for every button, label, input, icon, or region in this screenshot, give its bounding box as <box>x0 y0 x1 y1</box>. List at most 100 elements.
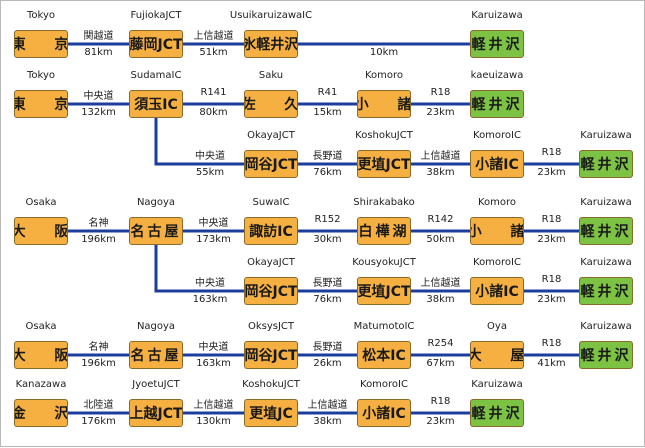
station-box: 碓氷軽井沢IC <box>244 30 298 58</box>
station-box: 小 諸 <box>357 90 411 118</box>
distance-label: 76km <box>313 294 342 305</box>
station-box: 金 沢 <box>14 399 68 427</box>
distance-label: 163km <box>192 294 228 305</box>
destination-box: 軽井沢 <box>470 30 524 58</box>
station-name-label: Karuizawa <box>580 257 632 268</box>
station-name-label: UsuikaruizawaIC <box>229 10 313 21</box>
station-box: 藤岡JCT <box>129 30 183 58</box>
distance-label: 51km <box>199 47 228 58</box>
station-name-label: Karuizawa <box>471 10 523 21</box>
station-box: 名古屋 <box>129 217 183 245</box>
station-name-label: KoshokuJCT <box>355 130 413 141</box>
station-name-label: Tokyo <box>27 10 55 21</box>
station-box: 名古屋 <box>129 341 183 369</box>
destination-box: 軽井沢 <box>579 341 633 369</box>
branch-connector-line <box>154 118 244 166</box>
station-box: 大 阪 <box>14 341 68 369</box>
distance-label: 176km <box>81 416 116 427</box>
road-name-label: 北陸道 <box>83 400 114 411</box>
distance-label: 23km <box>537 234 566 245</box>
station-box: 諏訪IC <box>244 217 298 245</box>
station-box: 松本IC <box>357 341 411 369</box>
road-name-label: 中央道 <box>195 278 225 289</box>
station-name-label: Karuizawa <box>580 321 632 332</box>
station-name-label: FujiokaJCT <box>130 10 182 21</box>
station-box: 東 京 <box>14 90 68 118</box>
road-name-label: R18 <box>430 87 451 98</box>
distance-label: 55km <box>195 167 225 178</box>
road-name-label: R254 <box>427 338 454 349</box>
road-name-label: 中央道 <box>198 218 229 229</box>
road-name-label: 関越道 <box>83 31 114 42</box>
distance-label: 15km <box>313 107 342 118</box>
station-name-label: OksysJCT <box>247 321 295 332</box>
station-name-label: Komoro <box>364 70 404 81</box>
road-name-label: 名神 <box>88 342 109 353</box>
road-name-label: 中央道 <box>195 151 225 162</box>
distance-label: 196km <box>81 234 116 245</box>
station-name-label: Saku <box>258 70 284 81</box>
station-box: 小諸IC <box>470 150 524 178</box>
station-name-label: Karuizawa <box>580 130 632 141</box>
road-name-label: 長野道 <box>312 278 343 289</box>
station-box: 岡谷JCT <box>244 150 298 178</box>
station-name-label: Oya <box>487 321 507 332</box>
station-name-label: SudamaIC <box>130 70 182 81</box>
distance-label: 81km <box>84 47 113 58</box>
distance-label: 10km <box>369 47 399 58</box>
station-box: 上越JCT <box>129 399 183 427</box>
destination-box: 軽井沢 <box>579 217 633 245</box>
destination-box: 軽井沢 <box>579 277 633 305</box>
distance-label: 163km <box>196 358 231 369</box>
station-name-label: Tokyo <box>27 70 55 81</box>
distance-label: 38km <box>426 294 455 305</box>
station-name-label: KousyokuJCT <box>352 257 416 268</box>
distance-label: 41km <box>537 358 566 369</box>
station-box: 岡谷JCT <box>244 341 298 369</box>
road-name-label: R142 <box>427 214 454 225</box>
road-name-label: R41 <box>317 87 338 98</box>
distance-label: 173km <box>196 234 231 245</box>
distance-label: 67km <box>426 358 455 369</box>
distance-label: 196km <box>81 358 116 369</box>
road-name-label: 長野道 <box>312 342 343 353</box>
distance-label: 26km <box>313 358 342 369</box>
station-box: 更埴JCT <box>357 277 411 305</box>
station-name-label: SuwaIC <box>252 197 290 208</box>
road-name-label: R18 <box>541 338 562 349</box>
distance-label: 80km <box>199 107 228 118</box>
road-name-label: R18 <box>430 396 451 407</box>
station-name-label: OkayaJCT <box>247 257 295 268</box>
distance-label: 30km <box>313 234 342 245</box>
station-name-label: kaeuizawa <box>470 70 524 81</box>
station-name-label: KoshokuJCT <box>242 379 300 390</box>
road-name-label: R18 <box>541 147 562 158</box>
station-box: 白樺湖 <box>357 217 411 245</box>
station-name-label: Nagoya <box>136 197 176 208</box>
station-name-label: Osaka <box>25 321 57 332</box>
road-name-label: 上信越道 <box>193 31 234 42</box>
distance-label: 23km <box>537 294 566 305</box>
distance-label: 38km <box>313 416 342 427</box>
road-name-label: 上信越道 <box>420 151 461 162</box>
station-box: 小諸IC <box>357 399 411 427</box>
branch-connector-line <box>154 245 244 293</box>
road-name-label: 中央道 <box>198 342 229 353</box>
road-name-label: R141 <box>200 87 227 98</box>
station-box: 更埴JCT <box>357 150 411 178</box>
station-box: 大 阪 <box>14 217 68 245</box>
station-name-label: KomoroIC <box>360 379 408 390</box>
station-name-label: Karuizawa <box>471 379 523 390</box>
station-name-label: OkayaJCT <box>247 130 295 141</box>
road-name-label: 上信越道 <box>307 400 348 411</box>
station-name-label: KomoroIC <box>473 130 521 141</box>
station-box: 東 京 <box>14 30 68 58</box>
station-name-label: Kanazawa <box>15 379 67 390</box>
distance-label: 23km <box>426 107 455 118</box>
station-box: 須玉IC <box>129 90 183 118</box>
station-box: 大 屋 <box>470 341 524 369</box>
road-name-label: 長野道 <box>312 151 343 162</box>
station-name-label: Karuizawa <box>580 197 632 208</box>
destination-box: 軽井沢 <box>470 90 524 118</box>
